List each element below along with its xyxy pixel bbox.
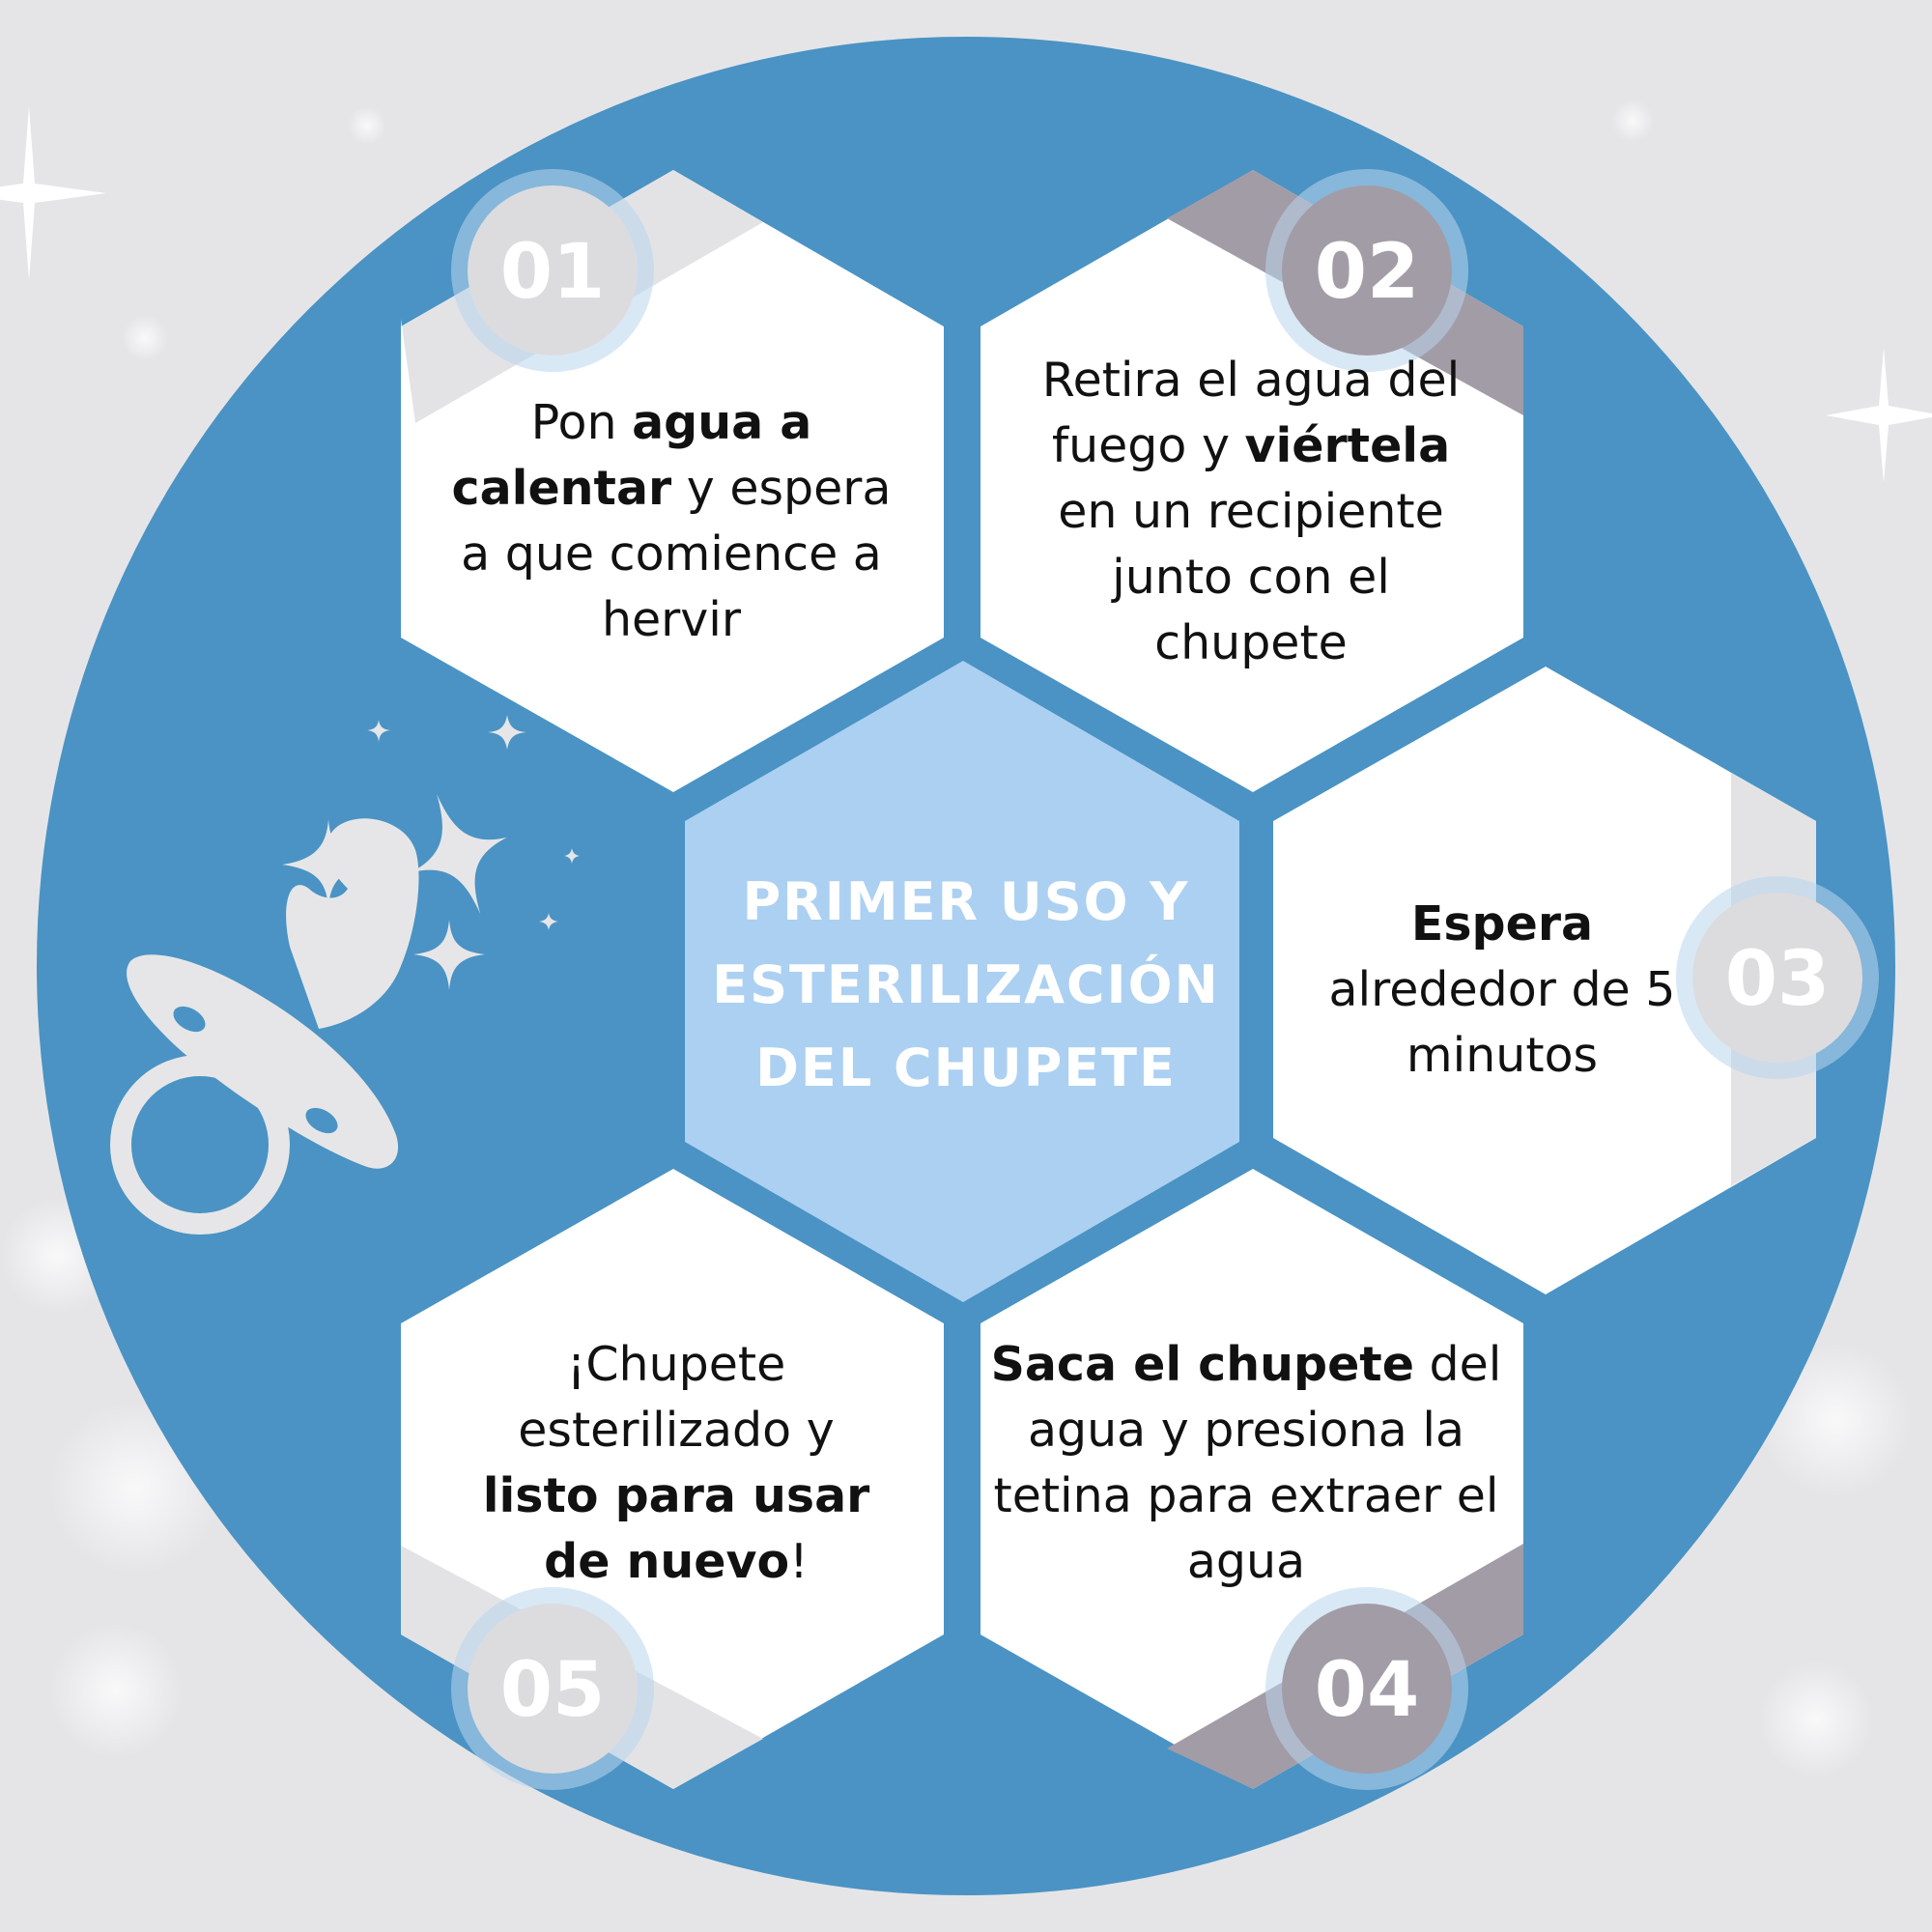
hexagon-center [685,661,1239,1302]
badge-step-04: 04 [1265,1587,1468,1790]
title-line-1: PRIMER USO Y [742,871,1190,932]
step-01-text-a: Pon [530,395,633,450]
badge-step-01: 01 [451,169,654,372]
step-05-text-bold: listo para usar de nuevo [482,1468,887,1589]
step-text-04: Saca el chupete del agua y presiona la t… [990,1319,1502,1608]
step-02-text-a: Retira el agua del fuego y [1041,353,1475,473]
step-01-text-b: y espera a que comience a hervir [461,461,907,647]
badge-number-02: 02 [1315,229,1420,316]
step-04-text-b: del agua y presiona la tetina para extra… [993,1337,1517,1589]
step-05-text-a: ¡Chupete esterilizado y [518,1337,850,1458]
step-text-05: ¡Chupete esterilizado y listo para usar … [459,1319,894,1608]
step-02-text-bold: viértela [1244,418,1451,473]
step-text-03: Espera alrededor de 5 minutos [1323,879,1681,1101]
pacifier-icon [110,818,419,1235]
sparkle-icon [282,715,580,990]
background-bokeh [0,99,1913,1777]
badge-number-04: 04 [1315,1647,1420,1734]
badge-step-03: 03 [1676,876,1879,1079]
step-03-text-bold: Espera [1410,896,1594,952]
step-05-text-b: ! [789,1534,809,1589]
step-02-text-b: en un recipiente junto con el chupete [1058,418,1465,670]
step-03-text-b: alrededor de 5 minutos [1328,896,1691,1083]
step-01-text-bold: agua a calentar [451,395,829,516]
badge-number-05: 05 [500,1647,606,1734]
title-line-2: ESTERILIZACIÓN [712,954,1220,1015]
badge-step-05: 05 [451,1587,654,1790]
title-line-3: DEL CHUPETE [755,1037,1177,1098]
step-text-02: Retira el agua del fuego y viértela en u… [1034,348,1468,676]
step-04-text-bold: Saca el chupete [990,1337,1414,1392]
badge-number-01: 01 [500,229,606,316]
badge-step-02: 02 [1265,169,1468,372]
step-text-01: Pon agua a calentar y espera a que comie… [435,377,908,667]
badge-number-03: 03 [1725,936,1831,1023]
background-sparkle-icon [0,106,1932,483]
page-title: PRIMER USO Y ESTERILIZACIÓN DEL CHUPETE [696,840,1236,1130]
